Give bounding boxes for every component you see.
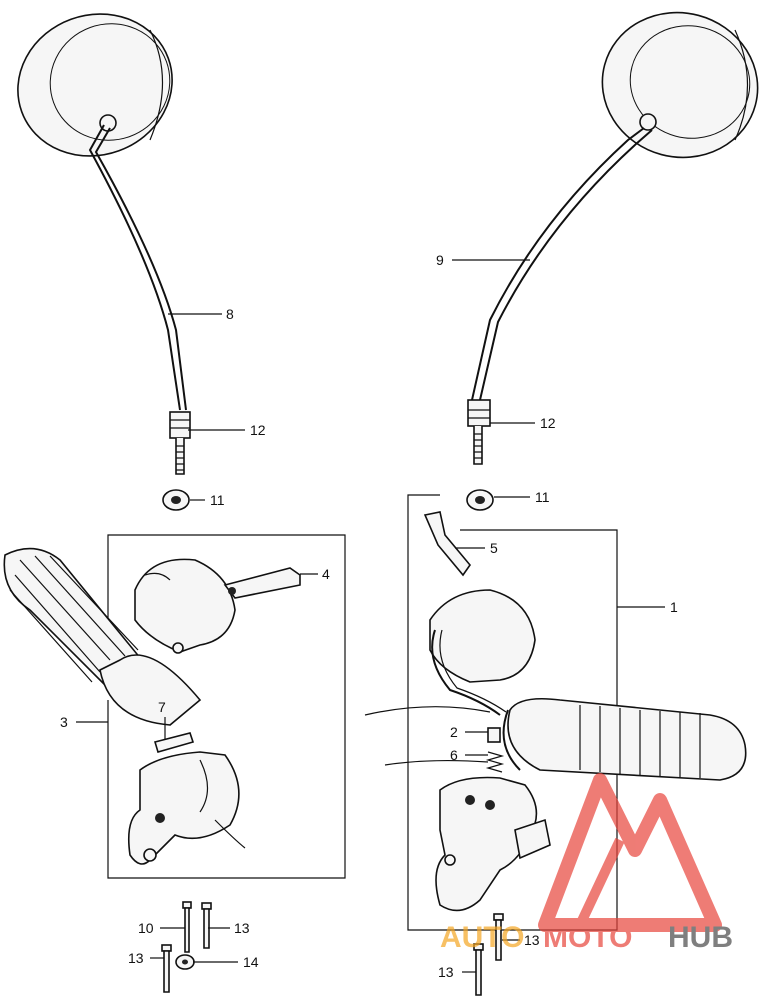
watermark: AUTO MOTO HUB: [440, 773, 733, 954]
left-choke-lever: [223, 567, 301, 599]
callout-7: 7: [158, 699, 166, 715]
left-mirror: [17, 13, 173, 157]
callout-13-left-a: 13: [234, 920, 250, 936]
right-throttle-cable-clip: [423, 511, 472, 577]
callout-1: 1: [670, 599, 678, 615]
callout-14: 14: [243, 954, 259, 970]
left-nut: [162, 489, 190, 511]
watermark-logo-icon: [538, 773, 722, 932]
screw-13-left-a: [201, 902, 212, 949]
right-spring: [485, 751, 505, 773]
right-assembly-frame: [407, 494, 618, 931]
callout-13-right-a: 13: [524, 932, 540, 948]
leader-lines: [76, 259, 665, 973]
watermark-text-moto: MOTO: [543, 921, 632, 954]
callout-4: 4: [322, 566, 330, 582]
screw-13-right-b: [473, 943, 484, 996]
callout-6: 6: [450, 747, 458, 763]
left-mirror-stem: [88, 124, 191, 475]
callout-12-right: 12: [540, 415, 556, 431]
watermark-text-auto: AUTO: [440, 921, 524, 954]
callout-10: 10: [138, 920, 154, 936]
right-mirror: [601, 11, 759, 159]
callout-3: 3: [60, 714, 68, 730]
left-grip: [3, 547, 202, 726]
callout-13-right-b: 13: [438, 964, 454, 980]
left-rubber-pad: [153, 732, 195, 753]
callout-2: 2: [450, 724, 458, 740]
right-wires: [364, 706, 491, 766]
right-switch-housing-upper: [429, 589, 536, 716]
screw-13-left-b: [161, 944, 172, 993]
callout-8: 8: [226, 306, 234, 322]
right-grip: [502, 697, 747, 781]
right-switch-housing-lower: [435, 776, 551, 912]
callout-11-left: 11: [210, 492, 225, 508]
right-nut: [466, 489, 494, 511]
callout-12-left: 12: [250, 422, 266, 438]
left-assembly-frame: [107, 534, 346, 879]
watermark-text-hub: HUB: [668, 921, 733, 954]
callout-5: 5: [490, 540, 498, 556]
screw-10: [182, 901, 192, 953]
screw-13-right-a: [493, 913, 504, 961]
right-mirror-stem: [467, 127, 653, 465]
callout-13-left-b: 13: [128, 950, 144, 966]
callout-9: 9: [436, 252, 444, 268]
nut-14: [175, 954, 195, 970]
callout-11-right: 11: [535, 489, 550, 505]
left-switch-housing-lower: [127, 751, 246, 865]
right-switch-pin: [487, 727, 501, 743]
left-switch-housing-upper: [134, 558, 236, 654]
